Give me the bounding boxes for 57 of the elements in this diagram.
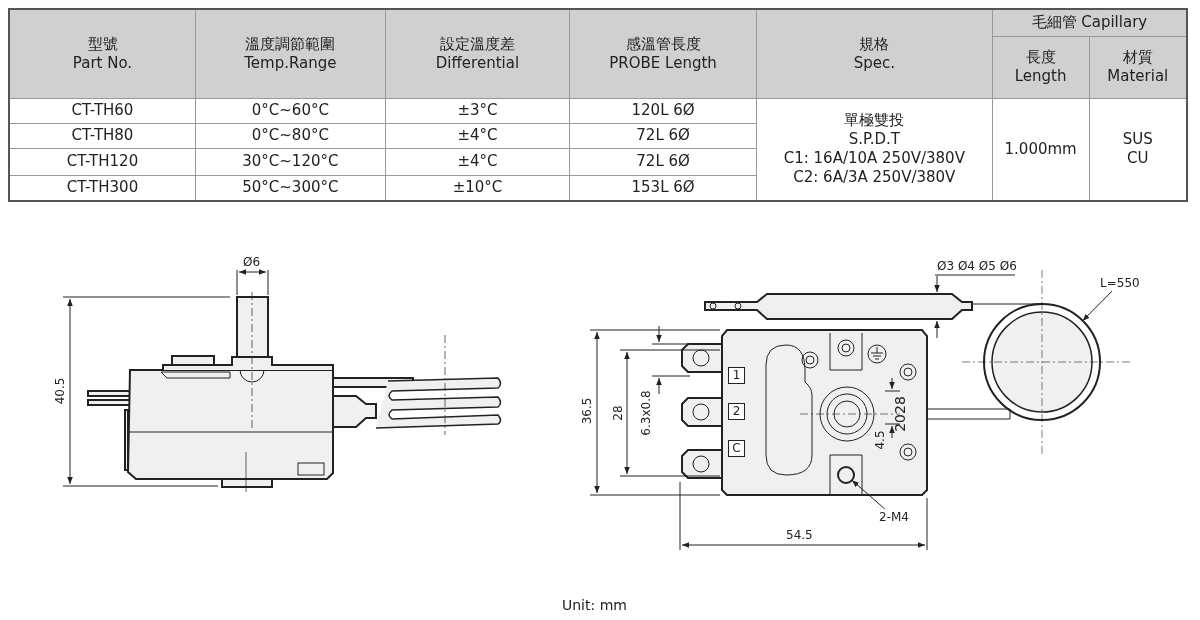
dimension-text: 28 bbox=[610, 405, 625, 421]
column-header: Part No. bbox=[71, 53, 134, 73]
table-cell-text: CT-TH80 bbox=[70, 126, 135, 145]
dimension-text: Ø6 bbox=[243, 255, 261, 269]
column-header: Length bbox=[1013, 67, 1068, 86]
callout-text: 2-M4 bbox=[879, 510, 909, 524]
table-cell-text: 120L 6Ø bbox=[630, 101, 696, 120]
table-cell-text: 0°C~80°C bbox=[250, 126, 330, 145]
table-cell-text: C1: 16A/10A 250V/380V bbox=[782, 149, 966, 169]
terminal-marking: C bbox=[728, 440, 745, 457]
column-header: 規格 bbox=[858, 34, 891, 54]
table-cell-text: SUS bbox=[1121, 130, 1154, 150]
dimension-text: 6.3x0.8 bbox=[638, 390, 653, 436]
table-cell-text: CT-TH300 bbox=[65, 178, 140, 198]
dimension-text: 2028 bbox=[892, 396, 907, 432]
column-header: Spec. bbox=[852, 53, 896, 73]
mounting-hole bbox=[837, 466, 855, 484]
table-cell-text: CT-TH120 bbox=[65, 152, 140, 171]
capillary-coil bbox=[983, 303, 1101, 421]
unit-note: Unit: mm bbox=[562, 598, 627, 612]
table-cell-text: ±4°C bbox=[456, 152, 499, 171]
table-cell-text: ±10°C bbox=[451, 178, 504, 198]
table-cell-text: 50°C~300°C bbox=[241, 178, 340, 198]
table-cell-text: 單極雙投 bbox=[843, 111, 906, 131]
leader-line bbox=[851, 479, 886, 510]
table-cell-text: 72L 6Ø bbox=[635, 152, 691, 171]
column-header: 材質 bbox=[1121, 48, 1154, 67]
dimension-text: Ø3 Ø4 Ø5 Ø6 bbox=[937, 259, 1017, 273]
column-header: 長度 bbox=[1024, 48, 1057, 67]
dimension-text: 40.5 bbox=[53, 377, 68, 405]
column-header: Differential bbox=[434, 53, 521, 73]
dimension-text: 36.5 bbox=[580, 397, 595, 425]
column-header: 感溫管長度 bbox=[624, 34, 702, 54]
terminal-marking: 2 bbox=[728, 403, 745, 420]
column-header: 設定溫度差 bbox=[438, 34, 516, 54]
table-cell-text: C2: 6A/3A 250V/380V bbox=[792, 168, 957, 188]
column-header: PROBE Length bbox=[608, 53, 718, 73]
column-header: 溫度調節範圍 bbox=[244, 34, 337, 54]
terminal-marking: 1 bbox=[728, 367, 745, 384]
table-cell-text: CU bbox=[1126, 149, 1150, 169]
table-cell-text: ±4°C bbox=[456, 126, 499, 145]
table-cell-text: 153L 6Ø bbox=[630, 178, 696, 198]
table-cell-text: 1.000mm bbox=[1003, 139, 1078, 159]
table-cell-text: 30°C~120°C bbox=[241, 152, 340, 171]
column-header: 型號 bbox=[86, 34, 119, 54]
table-cell-text: S.P.D.T bbox=[847, 130, 901, 150]
table-cell-text: 0°C~60°C bbox=[250, 101, 330, 120]
callout-text: L=550 bbox=[1100, 276, 1140, 290]
table-cell-text: ±3°C bbox=[456, 101, 499, 120]
table-cell-text: 72L 6Ø bbox=[635, 126, 691, 145]
column-header: Temp.Range bbox=[243, 53, 338, 73]
column-header: 毛細管 Capillary bbox=[1030, 13, 1149, 33]
column-header: Material bbox=[1106, 67, 1170, 86]
table-cell-text: CT-TH60 bbox=[70, 101, 135, 120]
dimension-text: 4.5 bbox=[872, 430, 887, 450]
leader-line bbox=[1082, 290, 1113, 322]
dimension-text: 54.5 bbox=[786, 528, 813, 542]
